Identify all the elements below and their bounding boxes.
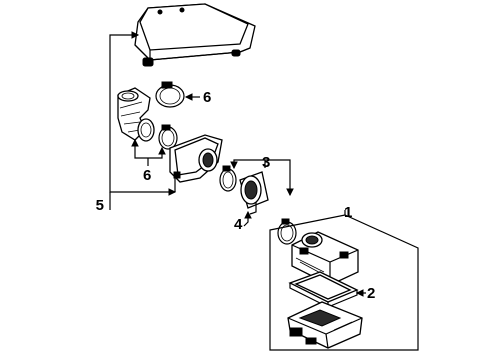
resonator-box xyxy=(169,134,223,183)
hose-clamp-lower xyxy=(158,124,178,150)
coupler-lower xyxy=(137,118,155,142)
hose-clamp-maf-outlet xyxy=(277,218,297,245)
callout-4-leader xyxy=(243,210,252,227)
hose-clamp-maf-inlet xyxy=(219,165,237,192)
callout-5: 5 xyxy=(96,197,104,214)
callout-3-bracket xyxy=(230,159,294,197)
callout-6-lower: 6 xyxy=(143,167,151,184)
air-filter-element xyxy=(288,271,366,308)
callout-6-upper: 6 xyxy=(203,89,211,106)
resonator-cover xyxy=(134,3,256,67)
air-cleaner-cover xyxy=(291,231,359,286)
callout-1: 1 xyxy=(344,204,352,221)
callout-2: 2 xyxy=(367,285,375,302)
callout-6-bracket xyxy=(131,138,166,166)
callout-3: 3 xyxy=(262,154,270,171)
mass-air-flow-sensor xyxy=(239,171,269,215)
air-cleaner-housing xyxy=(287,301,363,349)
hose-clamp-upper xyxy=(155,81,200,108)
callout-1-bracket xyxy=(269,214,419,351)
callout-4: 4 xyxy=(234,216,243,233)
